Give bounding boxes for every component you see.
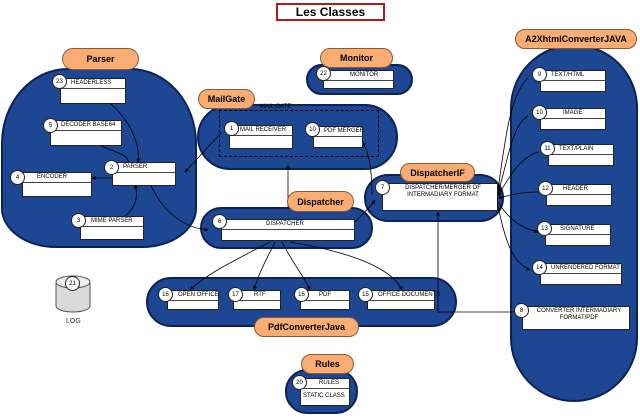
encoder-number: 4	[10, 170, 25, 185]
signature-number: 13	[537, 221, 552, 236]
image-number: 10	[532, 105, 547, 120]
mailreceiver-label: MAIL RECEIVER	[240, 127, 287, 133]
monitor-label: MONITOR	[350, 72, 379, 78]
link-headerless-parser	[109, 102, 141, 163]
dispatcher-label: DISPATCHER	[266, 221, 304, 227]
link-dispatcher-rtf	[252, 241, 276, 291]
pdfmerger-label: PDF MERGER	[324, 128, 365, 134]
converter-class[interactable]: CONVERTER INTERMADIARY FORMAT/PDF	[522, 306, 630, 330]
dispmerger-label: DISPATCHER/MERGER OF INTERMADIARY FORMAT	[405, 185, 481, 198]
unrendered-class[interactable]: UNRENDERED FORMAT	[540, 263, 622, 285]
link-dispatcher-openoffice	[189, 241, 271, 291]
dispatcherif-tag: DispatcherIF	[400, 163, 475, 182]
openoffice-label: OPEN OFFICE	[178, 292, 219, 298]
link-mailgate-parser	[184, 131, 223, 173]
link-dispmerger-pdfmerger	[361, 141, 373, 196]
decoder-number: 5	[43, 118, 58, 133]
texthtml-class[interactable]: TEXT/HTML	[540, 70, 606, 92]
headerless-class[interactable]: HEADERLESS	[60, 78, 126, 104]
rules-sub-label: STATIC CLASS	[303, 393, 345, 399]
unrendered-number: 14	[532, 260, 547, 275]
header-label: HEADER	[563, 186, 589, 192]
header-class[interactable]: HEADER	[546, 184, 612, 206]
log-label: LOG	[66, 318, 81, 325]
monitor-tag: Monitor	[320, 48, 393, 68]
mime-parser-class[interactable]: MIME PARSER	[80, 216, 144, 240]
header-number: 12	[538, 181, 553, 196]
link-unrendered	[497, 205, 531, 271]
headerless-number: 23	[52, 74, 67, 89]
link-dispatcher-dispmerger	[354, 199, 376, 223]
page-title: Les Classes	[276, 3, 385, 21]
link-image	[497, 115, 529, 194]
a2x-group	[510, 44, 638, 402]
signature-class[interactable]: SIGNATURE	[545, 224, 611, 246]
mail-receiver-class[interactable]: MAIL RECEIVER	[229, 125, 293, 149]
signature-label: SIGNATURE	[560, 226, 595, 232]
officedocs-number: 15	[358, 287, 373, 302]
officedocs-class[interactable]: OFFICE DOCUMENTS	[367, 290, 441, 310]
image-label: IMAGE	[563, 110, 583, 116]
encoder-label: ENCODER	[37, 174, 68, 180]
textplain-label: TEXT/PLAIN	[559, 146, 594, 152]
mime-number: 3	[71, 213, 86, 228]
mailgate-subpackage-label: MAIL GATE	[260, 104, 292, 110]
textplain-number: 11	[540, 141, 555, 156]
link-header	[497, 191, 539, 200]
unrendered-label: UNRENDERED FORMAT	[551, 265, 620, 271]
link-dispatcher-officedocs	[289, 241, 403, 291]
image-class[interactable]: IMAGE	[540, 108, 606, 130]
dispatcher-class[interactable]: DISPATCHER	[221, 219, 355, 241]
texthtml-label: TEXT/HTML	[551, 72, 585, 78]
parser-class[interactable]: PARSER	[112, 162, 176, 186]
decoder-base64-class[interactable]: DECODER BASE64	[50, 120, 122, 146]
pdfmerger-number: 10	[305, 122, 320, 137]
monitor-class[interactable]: MONITOR	[323, 70, 394, 89]
a2x-tag: A2XhtmlConverterJAVA	[515, 29, 637, 49]
openoffice-class[interactable]: OPEN OFFICE	[167, 290, 219, 310]
mailgate-tag: MailGate	[198, 89, 255, 109]
converter-number: 8	[514, 303, 529, 318]
link-textplain	[497, 151, 539, 197]
mailgate-subpackage	[219, 110, 379, 157]
rtf-label: RTF	[254, 292, 266, 298]
parser-label: PARSER	[123, 164, 148, 170]
dispmerger-number: 7	[375, 180, 390, 195]
dispatcher-merger-class[interactable]: DISPATCHER/MERGER OF INTERMADIARY FORMAT	[382, 183, 498, 211]
link-dispatcher-pdf	[281, 241, 311, 291]
log-number: 21	[65, 276, 80, 291]
pdfconverter-tag: PdfConverterJava	[254, 317, 359, 337]
decoder-label: DECODER BASE64	[61, 122, 116, 128]
officedocs-label: OFFICE DOCUMENTS	[378, 292, 441, 298]
textplain-class[interactable]: TEXT/PLAIN	[548, 144, 614, 166]
texthtml-number: 9	[532, 67, 547, 82]
link-dispmerger-converter	[436, 211, 533, 313]
rules-number: 20	[292, 375, 307, 390]
rules-label: RULES	[319, 380, 340, 386]
monitor-number: 22	[316, 66, 331, 81]
dispatcher-tag: Dispatcher	[287, 191, 354, 212]
dispatcher-number: 6	[212, 214, 227, 229]
headerless-label: HEADERLESS	[71, 80, 112, 86]
rules-class[interactable]: RULES STATIC CLASS	[300, 378, 350, 406]
mailreceiver-number: 1	[224, 121, 239, 136]
parser-number: 2	[104, 160, 119, 175]
parser-tag: Parser	[62, 48, 139, 70]
link-parser-dispatcher	[149, 183, 209, 232]
mime-label: MIME PARSER	[91, 218, 133, 224]
rtf-number: 17	[228, 287, 243, 302]
pdf-class[interactable]: PDF	[300, 290, 350, 310]
rules-tag: Rules	[301, 354, 354, 374]
pdf-number: 16	[294, 287, 309, 302]
openoffice-number: 16	[158, 287, 173, 302]
link-texthtml	[496, 77, 529, 191]
pdf-merger-class[interactable]: PDF MERGER	[313, 126, 365, 148]
encoder-class[interactable]: ENCODER	[22, 172, 92, 197]
converter-label: CONVERTER INTERMADIARY FORMAT/PDF	[536, 308, 622, 321]
link-signature	[497, 201, 539, 234]
pdf-label: PDF	[319, 292, 331, 298]
